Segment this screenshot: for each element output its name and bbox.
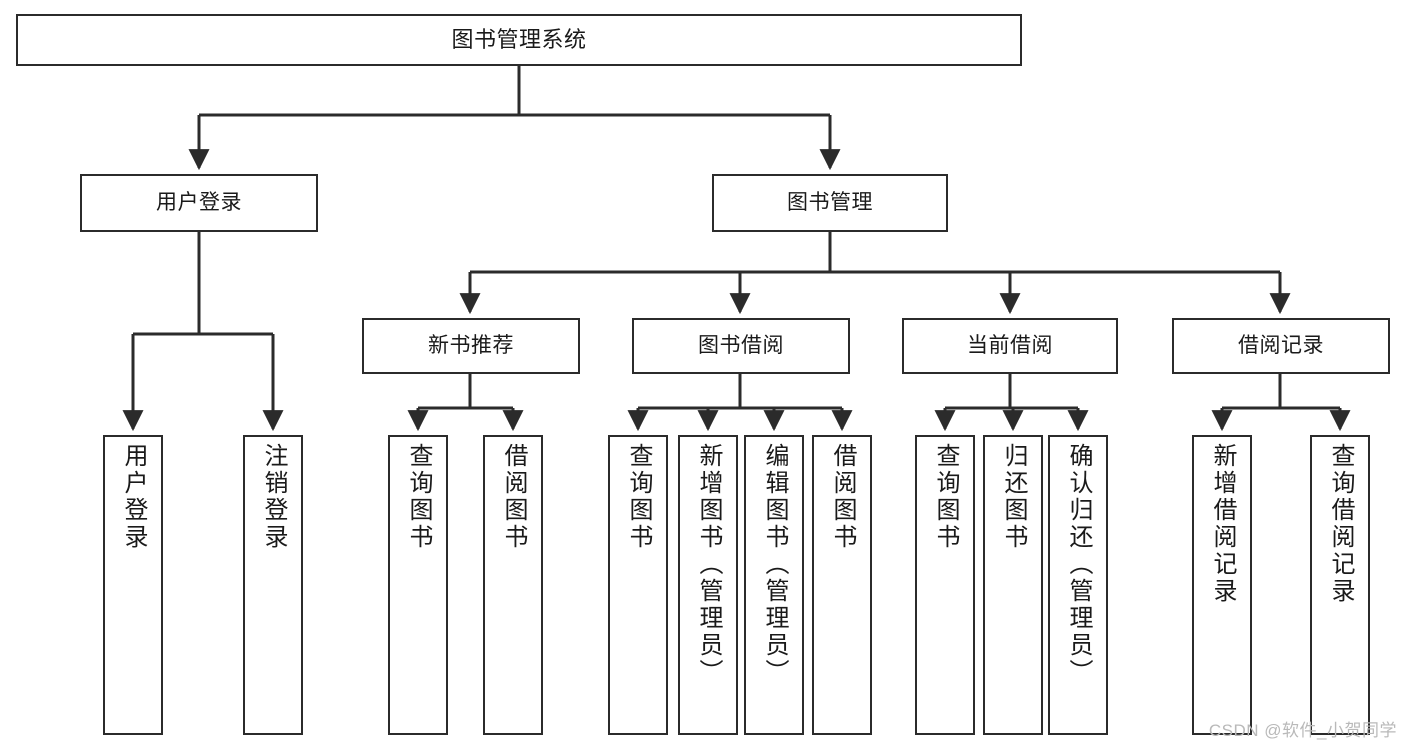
node-user-login-label: 用户登录 bbox=[156, 190, 242, 214]
node-new-book-recommend-label: 新书推荐 bbox=[428, 333, 514, 357]
leaf-borrow-query-book[interactable]: 查询图书 bbox=[608, 435, 668, 735]
leaf-borrow-edit-book-label: 编辑图书（管理员） bbox=[761, 443, 788, 686]
leaf-borrow-add-book[interactable]: 新增图书（管理员） bbox=[678, 435, 738, 735]
leaf-user-login-signout-label: 注销登录 bbox=[260, 443, 287, 551]
leaf-current-return-book[interactable]: 归还图书 bbox=[983, 435, 1043, 735]
leaf-user-login-signin[interactable]: 用户登录 bbox=[103, 435, 163, 735]
node-book-management-label: 图书管理 bbox=[787, 190, 873, 214]
leaf-current-confirm-return-label: 确认归还（管理员） bbox=[1065, 443, 1092, 686]
node-root[interactable]: 图书管理系统 bbox=[16, 14, 1022, 66]
leaf-user-login-signout[interactable]: 注销登录 bbox=[243, 435, 303, 735]
node-current-borrow-label: 当前借阅 bbox=[967, 333, 1053, 357]
watermark: CSDN @软件_小贺同学 bbox=[1208, 721, 1397, 740]
node-root-label: 图书管理系统 bbox=[451, 27, 587, 53]
leaf-record-query[interactable]: 查询借阅记录 bbox=[1310, 435, 1370, 735]
leaf-current-query-book-label: 查询图书 bbox=[932, 443, 959, 551]
leaf-current-return-book-label: 归还图书 bbox=[1000, 443, 1027, 551]
node-new-book-recommend[interactable]: 新书推荐 bbox=[362, 318, 580, 374]
node-user-login[interactable]: 用户登录 bbox=[80, 174, 318, 232]
leaf-current-confirm-return[interactable]: 确认归还（管理员） bbox=[1048, 435, 1108, 735]
leaf-user-login-signin-label: 用户登录 bbox=[120, 443, 147, 551]
leaf-new-book-query[interactable]: 查询图书 bbox=[388, 435, 448, 735]
node-book-borrow[interactable]: 图书借阅 bbox=[632, 318, 850, 374]
node-book-management[interactable]: 图书管理 bbox=[712, 174, 948, 232]
leaf-current-query-book[interactable]: 查询图书 bbox=[915, 435, 975, 735]
leaf-borrow-add-book-label: 新增图书（管理员） bbox=[695, 443, 722, 686]
node-current-borrow[interactable]: 当前借阅 bbox=[902, 318, 1118, 374]
leaf-borrow-borrow-book[interactable]: 借阅图书 bbox=[812, 435, 872, 735]
leaf-record-add-label: 新增借阅记录 bbox=[1209, 443, 1236, 605]
leaf-borrow-edit-book[interactable]: 编辑图书（管理员） bbox=[744, 435, 804, 735]
leaf-record-add[interactable]: 新增借阅记录 bbox=[1192, 435, 1252, 735]
node-borrow-record[interactable]: 借阅记录 bbox=[1172, 318, 1390, 374]
leaf-new-book-query-label: 查询图书 bbox=[405, 443, 432, 551]
leaf-borrow-borrow-book-label: 借阅图书 bbox=[829, 443, 856, 551]
leaf-record-query-label: 查询借阅记录 bbox=[1327, 443, 1354, 605]
leaf-new-book-borrow-label: 借阅图书 bbox=[500, 443, 527, 551]
leaf-new-book-borrow[interactable]: 借阅图书 bbox=[483, 435, 543, 735]
node-book-borrow-label: 图书借阅 bbox=[698, 333, 784, 357]
node-borrow-record-label: 借阅记录 bbox=[1238, 333, 1324, 357]
leaf-borrow-query-book-label: 查询图书 bbox=[625, 443, 652, 551]
